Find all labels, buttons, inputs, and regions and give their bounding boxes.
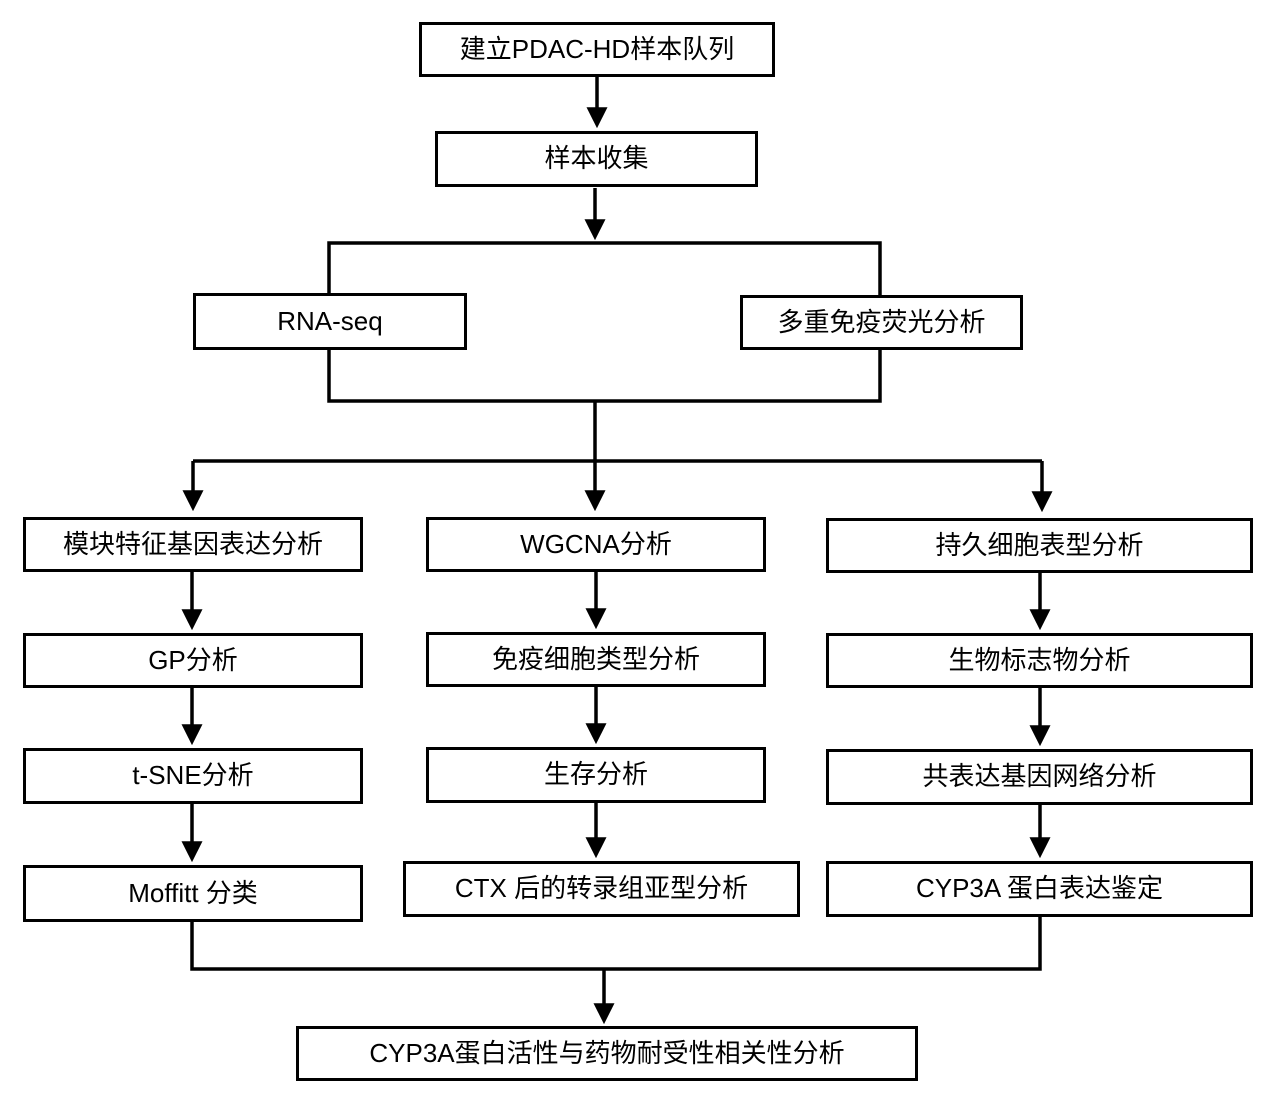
node-cyp3a-expression: CYP3A 蛋白表达鉴定 — [826, 861, 1253, 917]
node-immune-cell-type: 免疫细胞类型分析 — [426, 632, 766, 687]
node-multiplex-if: 多重免疫荧光分析 — [740, 295, 1023, 350]
node-sample-collection: 样本收集 — [435, 131, 758, 187]
node-tsne: t-SNE分析 — [23, 748, 363, 804]
node-ctx-subtype: CTX 后的转录组亚型分析 — [403, 861, 800, 917]
node-coexpression-network: 共表达基因网络分析 — [826, 749, 1253, 805]
node-wgcna: WGCNA分析 — [426, 517, 766, 572]
node-module-gene-expr: 模块特征基因表达分析 — [23, 517, 363, 572]
node-cyp3a-drug-tolerance: CYP3A蛋白活性与药物耐受性相关性分析 — [296, 1026, 918, 1081]
node-persister-phenotype: 持久细胞表型分析 — [826, 518, 1253, 573]
bottom-merge-line — [190, 917, 1042, 971]
node-biomarker: 生物标志物分析 — [826, 633, 1253, 688]
node-moffitt: Moffitt 分类 — [23, 865, 363, 922]
node-establish-cohort: 建立PDAC-HD样本队列 — [419, 22, 775, 77]
node-survival: 生存分析 — [426, 747, 766, 803]
node-rna-seq: RNA-seq — [193, 293, 467, 350]
node-gp-analysis: GP分析 — [23, 633, 363, 688]
